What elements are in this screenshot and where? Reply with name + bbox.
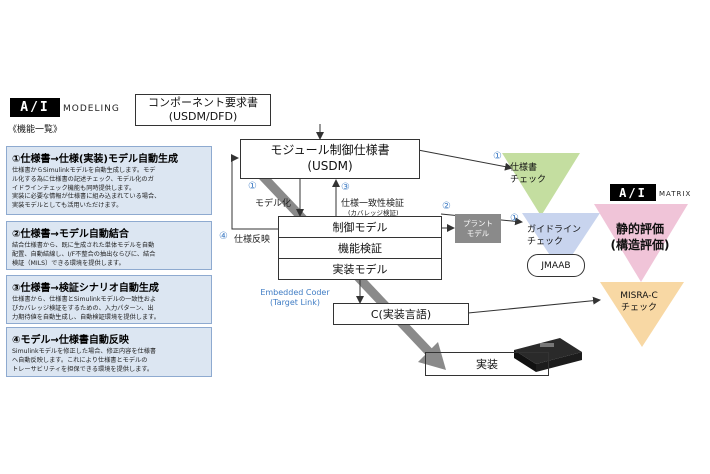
panel-title: ②仕様書→モデル自動結合 [12,229,129,240]
matrix-caption: Matrix [659,190,692,198]
panel-body: 結合仕様書から、既に生成された単体モデルを自動 配置、自動結線し、I/F不整合の… [12,242,206,268]
misra-check-label: MISRA-C チェック [610,290,668,314]
panel-line: 実装に必要な情報が仕様書に組み込まれている場合、 [12,193,161,201]
component-req-line: コンポーネント要求書 [148,96,258,110]
implementation-box: 実装 [425,352,549,376]
panel-line: トレーサビリティを担保できる環境を提供します。 [12,365,154,373]
modeling-label: モデル化 [255,199,292,209]
misra-check-line: MISRA-C [620,291,658,301]
panel-line: びカバレッジ検証をするための、入力パターン、出 [12,304,154,312]
static-eval-line: 静的評価 [615,222,664,236]
guideline-check-triangle [522,213,600,272]
panel-line: Simulinkモデルを修正した場合、修正内容を仕様書 [12,348,157,355]
step-4-marker: ④ [219,231,228,242]
panel-title: ④モデル→仕様書自動反映 [12,335,129,346]
plant-model-line: プラント [463,218,493,228]
panel-title: ③仕様書→検証シナリオ自動生成 [12,283,159,294]
ai-matrix-logo: A/I [610,184,656,201]
spec-check-label: 仕様書 チェック [510,162,546,186]
step-2-marker: ② [442,201,451,212]
c-language-box: C(実装言語) [333,303,469,325]
panel-line: 結合仕様書から、既に生成された単体モデルを自動 [12,242,155,249]
guideline-check-line: ガイドライン [527,225,582,235]
panel-line: 実装モデルとしても活用いただけます。 [12,202,123,210]
guideline-check-line: チェック [527,237,564,248]
panel-line: 仕様書から、仕様書とSimulinkモデルの一致性およ [12,296,157,303]
panel-title: ①仕様書→仕様(実装)モデル自動生成 [12,154,178,165]
spec-check-triangle [502,153,580,216]
control-model-box: 制御モデル [278,216,442,238]
embedded-coder-line: Embedded Coder [260,288,330,297]
panel-body: 仕様書から、仕様書とSimulinkモデルの一致性およ びカバレッジ検証をするた… [12,296,206,322]
jmaab-badge: JMAAB [527,254,585,277]
misra-check-line: チェック [620,303,657,314]
embedded-coder-label: Embedded Coder (Target Link) [247,288,343,309]
panel-line: へ自動反映します。これにより仕様書とモデルの [12,356,148,364]
static-eval-triangle [594,204,688,282]
module-spec-line: モジュール制御仕様書 [270,143,390,158]
misra-check-triangle [600,282,684,347]
panel-line: 検証（MILS）できる環境を提供します。 [12,259,125,267]
consistency-verify-label: 仕様一致性検証 [341,199,405,209]
modeling-caption: Modeling [63,104,120,114]
step-1a-marker: ① [493,151,502,162]
plant-model-line: モデル [466,228,490,238]
module-spec-line: (USDM) [307,159,353,173]
component-req-line: (USDM/DFD) [168,110,238,123]
embedded-coder-line: (Target Link) [270,298,320,308]
ecu-device-icon [514,338,582,372]
function-panel-1: ①仕様書→仕様(実装)モデル自動生成 仕様書からSimulinkモデルを自動生成… [6,146,212,215]
module-spec-box: モジュール制御仕様書 (USDM) [240,139,420,179]
static-eval-line: (構造評価) [610,237,670,252]
panel-line: 力期待値を自動生成し、自動検証環境を提供します。 [12,313,160,321]
impl-model-box: 実装モデル [278,258,442,280]
function-panel-4: ④モデル→仕様書自動反映 Simulinkモデルを修正した場合、修正内容を仕様書… [6,327,212,377]
step-1-marker: ① [248,181,257,192]
static-eval-label: 静的評価 (構造評価) [603,222,677,253]
component-requirement-box: コンポーネント要求書 (USDM/DFD) [135,94,271,126]
function-panel-3: ③仕様書→検証シナリオ自動生成 仕様書から、仕様書とSimulinkモデルの一致… [6,275,212,324]
panel-body: Simulinkモデルを修正した場合、修正内容を仕様書 へ自動反映します。これに… [12,348,206,374]
guideline-check-label: ガイドライン チェック [527,224,581,248]
step-3-marker: ③ [341,182,350,193]
function-verify-box: 機能検証 [278,237,442,259]
panel-line: 仕様書からSimulinkモデルを自動生成します。モデ [12,167,156,174]
spec-check-line: 仕様書 [510,163,538,173]
step-1b-marker: ① [510,213,519,224]
panel-line: イドラインチェック機能も同時提供します。 [12,184,136,192]
coverage-verify-label: (カバレッジ検証) [348,209,399,217]
spec-check-line: チェック [510,175,547,186]
panel-body: 仕様書からSimulinkモデルを自動生成します。モデ ル化する為に仕様書の記述… [12,167,206,211]
panel-line: 配置、自動結線し、I/F不整合の抽出ならびに、結合 [12,250,156,258]
function-list-subtitle: 《機能一覧》 [8,125,63,135]
function-panel-2: ②仕様書→モデル自動結合 結合仕様書から、既に生成された単体モデルを自動 配置、… [6,221,212,270]
plant-model-box: プラント モデル [455,214,501,243]
ai-modeling-logo: A/I [10,98,60,117]
spec-reflect-label: 仕様反映 [234,235,271,245]
panel-line: ル化する為に仕様書の記述チェック、モデル化のガ [12,175,154,183]
